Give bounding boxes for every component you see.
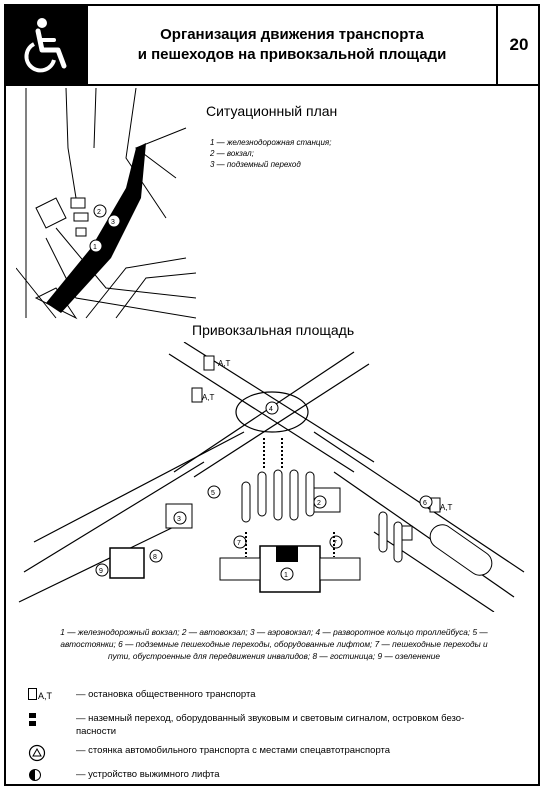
square-label-5: 5 [211, 490, 215, 497]
sit-label-2: 2 [97, 209, 101, 216]
title-line-1: Организация движения транспорта [160, 26, 424, 43]
legend-parking-text: — стоянка автомобильного транспорта с ме… [76, 745, 391, 756]
square-label-1: 1 [284, 572, 288, 579]
sit-legend-item: 1 — железнодорожная станция; [210, 138, 332, 147]
legend-row-lift: — устройство выжимного лифта [28, 768, 528, 786]
legend-row-crossing: — наземный переход, оборудованный звуков… [28, 712, 528, 738]
square-label-3: 3 [177, 516, 181, 523]
square-label-7b: 7 [333, 540, 337, 547]
stop-label: А,Т [218, 359, 231, 368]
page-number: 20 [496, 6, 540, 84]
situation-plan-legend: 1 — железнодорожная станция; 2 — вокзал;… [210, 137, 331, 170]
legend-lift-text: — устройство выжимного лифта [76, 769, 220, 780]
caption-line: пути, обустроенные для передвижения инва… [108, 651, 440, 661]
parking-icon [28, 744, 72, 762]
legend-crossing-text-cont: пасности [76, 726, 117, 737]
situation-plan-map: 1 2 3 [16, 88, 196, 320]
square-label-6: 6 [423, 500, 427, 507]
page-title: Организация движения транспорта и пешехо… [90, 6, 494, 84]
wheelchair-icon [6, 6, 88, 84]
header: Организация движения транспорта и пешехо… [6, 6, 538, 86]
square-label-2: 2 [317, 500, 321, 507]
legend-row-parking: — стоянка автомобильного транспорта с ме… [28, 744, 528, 762]
square-label-7: 7 [237, 540, 241, 547]
square-label-8: 8 [153, 554, 157, 561]
caption-line: автостоянки; 6 — подземные пешеходные пе… [60, 639, 488, 649]
sit-label-1: 1 [93, 244, 97, 251]
station-square-title: Привокзальная площадь [192, 322, 355, 338]
stop-label: А,Т [440, 503, 453, 512]
page-frame: Организация движения транспорта и пешехо… [4, 4, 540, 786]
sit-legend-item: 2 — вокзал; [210, 149, 254, 158]
legend: А,Т — остановка общественного транспорта… [28, 688, 528, 792]
situation-plan-title: Ситуационный план [206, 103, 338, 119]
station-square-map: А,Т А,Т А,Т 1 [18, 342, 525, 612]
legend-crossing-text: — наземный переход, оборудованный звуков… [76, 713, 465, 724]
stop-symbol-label: А,Т [38, 691, 53, 701]
figure-caption: 1 — железнодорожный вокзал; 2 — автовокз… [24, 626, 524, 662]
stop-label: А,Т [202, 393, 215, 402]
title-line-2: и пешеходов на привокзальной площади [137, 46, 447, 63]
legend-row-stop: А,Т — остановка общественного транспорта [28, 688, 528, 706]
bus-stop-icon: А,Т [28, 688, 72, 704]
sit-label-3: 3 [111, 219, 115, 226]
square-label-9: 9 [99, 568, 103, 575]
sit-legend-item: 3 — подземный переход [210, 160, 301, 169]
crossing-icon [28, 712, 72, 728]
caption-line: 1 — железнодорожный вокзал; 2 — автовокз… [60, 627, 488, 637]
square-label-4: 4 [269, 406, 273, 413]
legend-stop-text: — остановка общественного транспорта [76, 689, 256, 700]
lift-icon [28, 768, 72, 784]
